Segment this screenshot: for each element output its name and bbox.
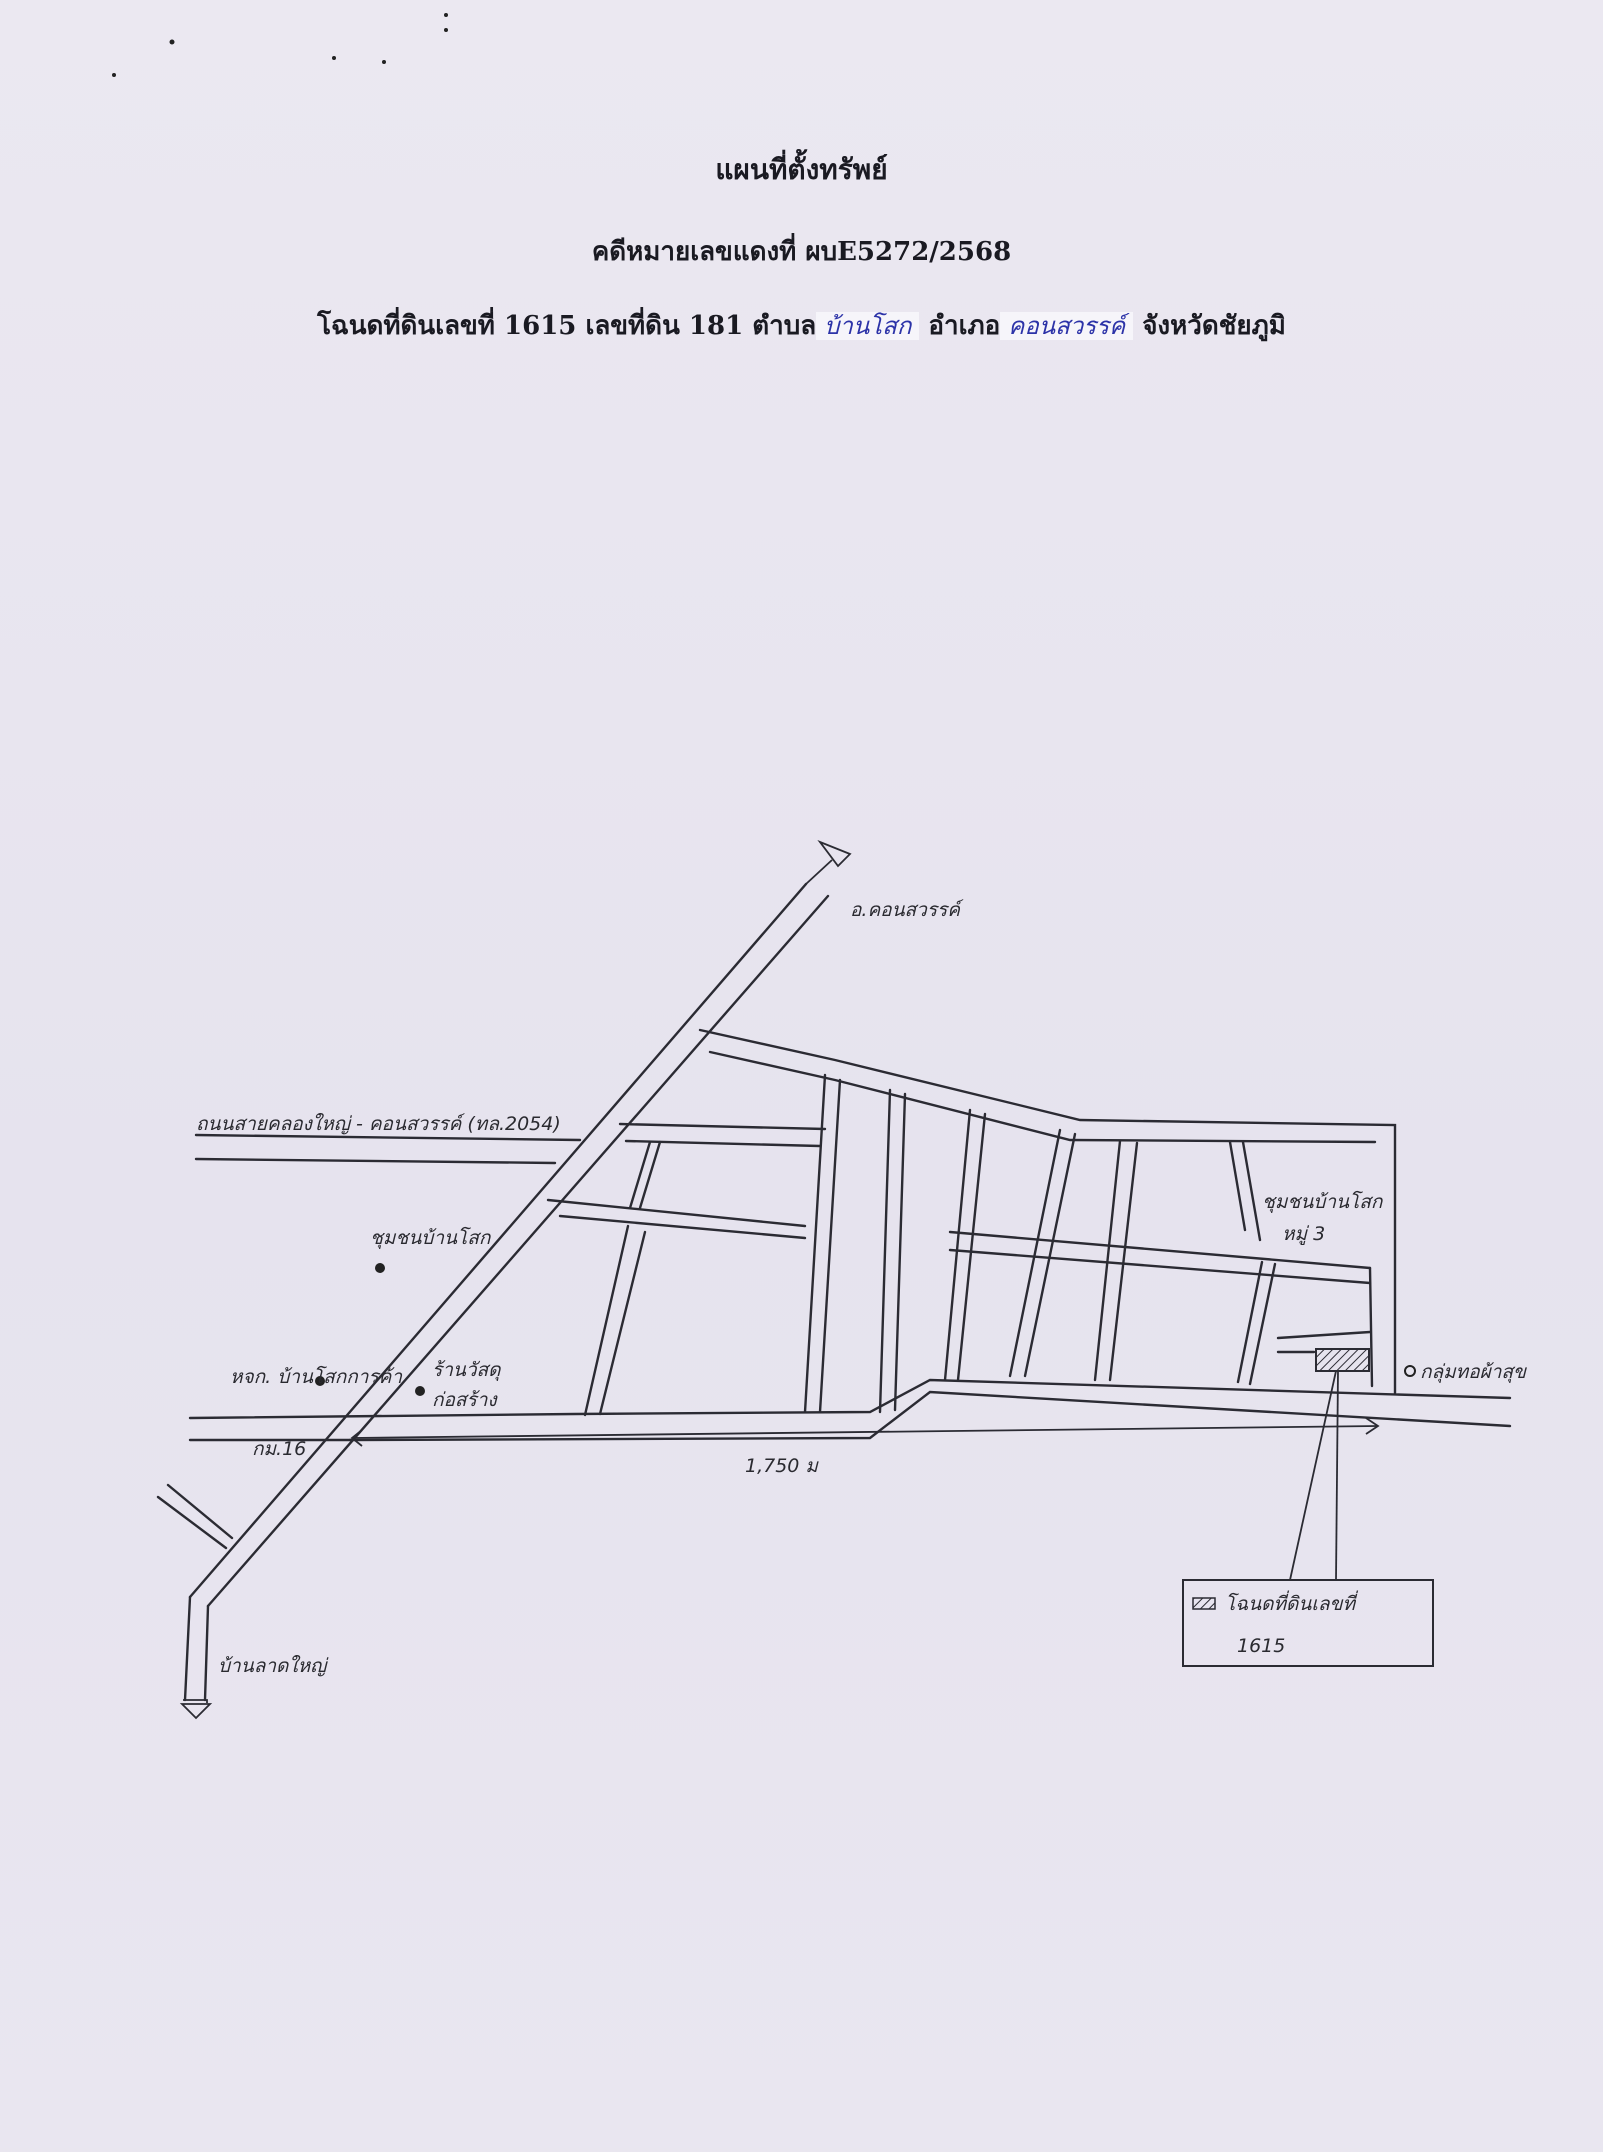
main-road-label: ถนนสายคลองใหญ่ - คอนสวรรค์ (ทล.2054)	[196, 1112, 561, 1135]
district-label: อำเภอ	[928, 311, 1001, 341]
km-marker-label: กม.16	[252, 1438, 306, 1460]
deed-line: โฉนดที่ดินเลขที่ 1615 เลขที่ดิน 181 ตำบล…	[0, 304, 1603, 348]
distance-arrow	[350, 1417, 1380, 1447]
group-right-point	[1404, 1365, 1416, 1377]
km16-road	[188, 1378, 1512, 1442]
deed-number: 1615	[504, 311, 577, 341]
land-parcel-1615	[1315, 1348, 1370, 1372]
group-right-label: กลุ่มทอผ้าสุข	[1420, 1361, 1527, 1383]
community-left-point	[375, 1263, 385, 1273]
side-spur-road	[156, 1483, 234, 1550]
store-left-label: หจก. บ้านโสกการค้า	[230, 1365, 403, 1388]
north-destination-label: อ.คอนสวรรค์	[850, 899, 964, 921]
local-road-grid	[546, 1028, 1397, 1417]
case-number: ผบE5272/2568	[805, 237, 1012, 267]
diagonal-main-road	[183, 882, 830, 1702]
province: จังหวัดชัยภูมิ	[1142, 311, 1286, 341]
deed-label: โฉนดที่ดินเลขที่	[317, 311, 495, 341]
header: แผนที่ตั้งทรัพย์ คดีหมายเลขแดงที่ ผบE527…	[0, 150, 1603, 348]
district-value: คอนสวรรค์	[1000, 312, 1134, 340]
south-arrow-icon	[179, 1699, 213, 1720]
case-label: คดีหมายเลขแดงที่	[591, 237, 797, 267]
page-title: แผนที่ตั้งทรัพย์	[715, 153, 888, 186]
land-number: 181	[688, 311, 744, 341]
community-right-moo-label: หมู่ 3	[1282, 1223, 1325, 1245]
store-center-point	[415, 1386, 425, 1396]
store-center-label-2: ก่อสร้าง	[432, 1389, 498, 1411]
legend-number: 1615	[1237, 1635, 1285, 1657]
land-label: เลขที่ดิน	[585, 311, 680, 341]
legend-label: โฉนดที่ดินเลขที่	[1225, 1590, 1359, 1615]
legend-hatch-swatch	[1192, 1597, 1216, 1610]
community-right-label: ชุมชนบ้านโสก	[1262, 1190, 1384, 1213]
subdistrict-label: ตำบล	[752, 311, 817, 341]
legend-leader-lines	[1289, 1370, 1339, 1581]
legend-box: โฉนดที่ดินเลขที่ 1615	[1182, 1579, 1434, 1667]
scan-specks	[112, 13, 448, 77]
store-center-label-1: ร้านวัสดุ	[432, 1359, 502, 1381]
north-arrow-icon	[805, 839, 852, 885]
south-destination-label: บ้านลาดใหญ่	[218, 1654, 329, 1677]
subdistrict-value: บ้านโสก	[816, 312, 920, 340]
route-2054-road	[194, 1133, 582, 1165]
distance-label: 1,750 ม	[745, 1455, 819, 1477]
store-left-point	[315, 1376, 325, 1386]
community-left-label: ชุมชนบ้านโสก	[370, 1226, 492, 1249]
case-number-line: คดีหมายเลขแดงที่ ผบE5272/2568	[0, 232, 1603, 272]
